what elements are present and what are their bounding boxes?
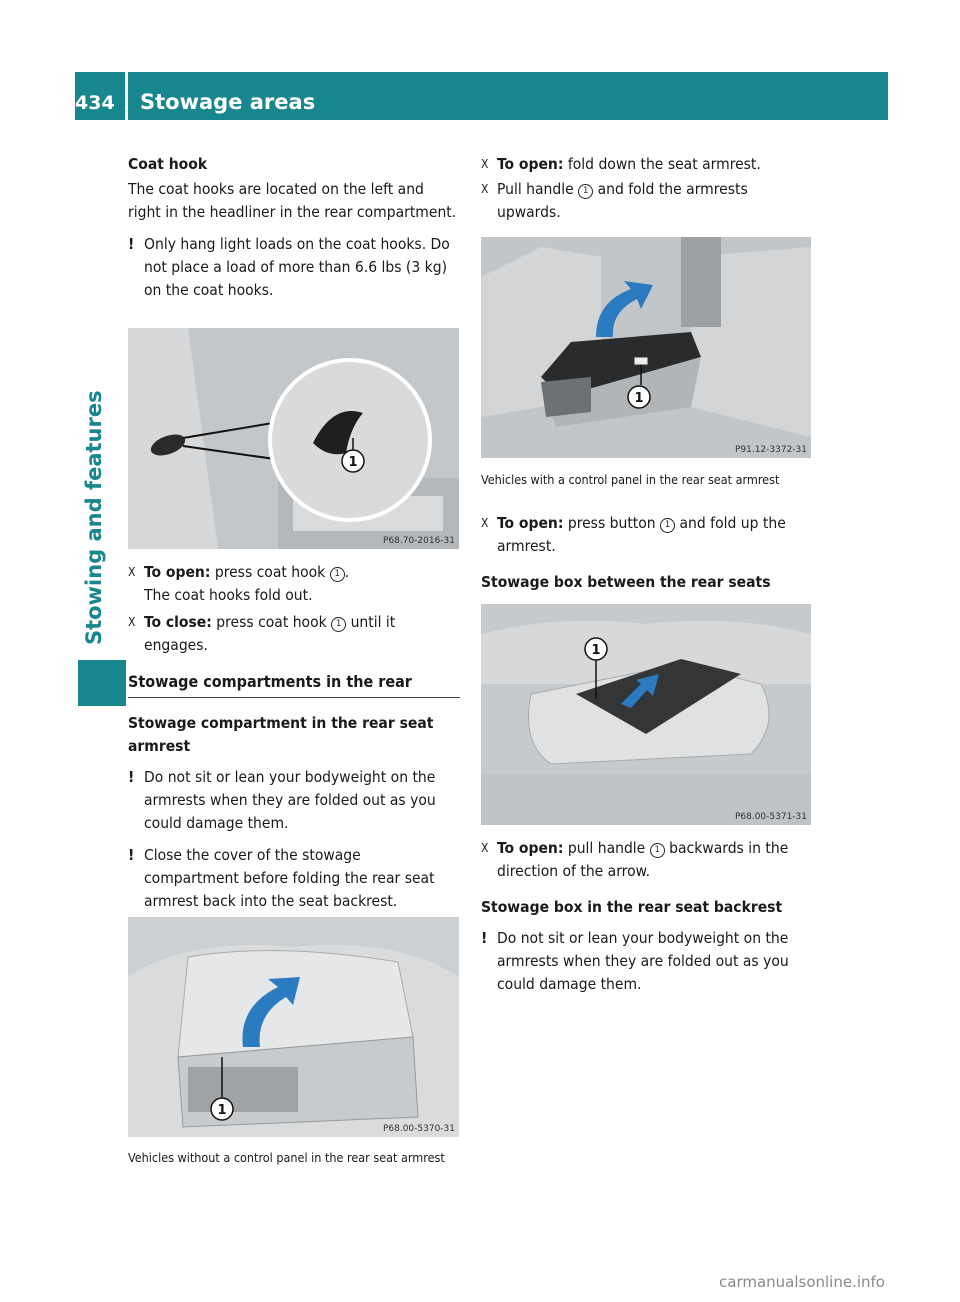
watermark: carmanualsonline.info xyxy=(719,1273,885,1291)
callout-number-icon: 1 xyxy=(660,518,676,533)
step-close-body: To close: press coat hook 1 until it eng… xyxy=(144,611,460,657)
coat-hook-text: The coat hooks are located on the left a… xyxy=(128,180,457,221)
page-number: 434 xyxy=(75,92,115,114)
side-tab-marker xyxy=(78,660,126,706)
figure4-callout: 1 xyxy=(591,643,600,658)
stowage-box-figure: 1 P68.00-5371-31 xyxy=(481,604,811,825)
step-press-button-body: To open: press button 1 and fold up the … xyxy=(497,512,813,558)
step-press-button: X To open: press button 1 and fold up th… xyxy=(481,512,813,558)
coat-hook-figure: 1 P68.70-2016-31 xyxy=(128,328,459,549)
warning-text: Close the cover of the stowage compartme… xyxy=(144,846,435,910)
step-pull-backwards: X To open: pull handle 1 backwards in th… xyxy=(481,837,813,883)
armrest-figure-no-panel: 1 P68.00-5370-31 xyxy=(128,917,459,1137)
side-tab-label: Stowing and features xyxy=(82,390,106,645)
figure2-callout: 1 xyxy=(217,1103,226,1118)
callout-number-icon: 1 xyxy=(329,567,345,582)
step-arrow-icon: X xyxy=(481,841,489,855)
section-title: Stowage areas xyxy=(140,90,316,114)
stowage-box-illustration: 1 xyxy=(481,604,811,825)
coat-hook-warning: ! Only hang light loads on the coat hook… xyxy=(128,233,460,302)
right-column-mid: X To open: press button 1 and fold up th… xyxy=(481,512,813,594)
armrest-figure-with-panel: 1 P91.12-3372-31 xyxy=(481,237,811,458)
step-arrow-icon: X xyxy=(481,516,489,530)
header-bar xyxy=(75,72,888,120)
step-open-label: To open: xyxy=(144,563,211,581)
step-open: X To open: press coat hook 1. The coat h… xyxy=(128,561,460,607)
figure4-code: P68.00-5371-31 xyxy=(734,812,807,822)
warning-text: Only hang light loads on the coat hooks.… xyxy=(144,235,450,299)
step4-text-after: backwards in the direction of the arrow. xyxy=(497,839,789,880)
step4-text-before: pull handle xyxy=(567,839,646,857)
compartments-heading: Stowage compartments in the rear xyxy=(128,672,412,691)
step-close: X To close: press coat hook 1 until it e… xyxy=(128,611,460,657)
figure1-callout: 1 xyxy=(348,455,357,470)
armrest-warning-1: ! Do not sit or lean your bodyweight on … xyxy=(128,766,460,835)
figure3-code: P91.12-3372-31 xyxy=(734,445,807,455)
callout-number-icon: 1 xyxy=(649,843,665,858)
step4-label: To open: xyxy=(497,839,564,857)
figure2-code: P68.00-5370-31 xyxy=(382,1124,455,1134)
figure3-callout: 1 xyxy=(634,391,643,406)
coat-hook-illustration: 1 xyxy=(128,328,459,549)
warning-icon: ! xyxy=(128,768,135,786)
step1-label: To open: xyxy=(497,155,564,173)
figure2-caption: Vehicles without a control panel in the … xyxy=(128,1150,445,1165)
step2-text-before: Pull handle xyxy=(497,180,574,198)
box-backrest-heading: Stowage box in the rear seat backrest xyxy=(481,898,783,916)
step-arrow-icon: X xyxy=(128,565,136,579)
step-close-text: press coat hook xyxy=(216,613,327,631)
step-pull-handle-body: Pull handle 1 and fold the armrests upwa… xyxy=(497,178,813,224)
step-arrow-icon: X xyxy=(481,157,489,171)
header-divider xyxy=(125,72,128,120)
step3-text-before: press button xyxy=(567,514,656,532)
warning-icon: ! xyxy=(128,846,135,864)
step-close-suffix: until it engages. xyxy=(144,613,396,654)
warning-text: Do not sit or lean your bodyweight on th… xyxy=(497,929,789,993)
step-open-text: press coat hook xyxy=(214,563,326,581)
coat-hook-heading: Coat hook xyxy=(128,155,208,173)
step1-text: fold down the seat armrest. xyxy=(567,155,761,173)
step-open-body: To open: press coat hook 1. The coat hoo… xyxy=(144,561,349,607)
right-column: X To open: fold down the seat armrest. X… xyxy=(481,153,813,224)
step-open-result: The coat hooks fold out. xyxy=(144,586,313,604)
step-pull-handle: X Pull handle 1 and fold the armrests up… xyxy=(481,178,813,224)
warning-text: Do not sit or lean your bodyweight on th… xyxy=(144,768,436,832)
step-close-label: To close: xyxy=(144,613,212,631)
warning-icon: ! xyxy=(481,929,488,947)
step-pull-backwards-body: To open: pull handle 1 backwards in the … xyxy=(497,837,813,883)
step3-label: To open: xyxy=(497,514,564,532)
step-fold-down: X To open: fold down the seat armrest. xyxy=(481,153,813,176)
armrest-illustration: 1 xyxy=(128,917,459,1137)
armrest-warning-2: ! Close the cover of the stowage compart… xyxy=(128,844,460,913)
callout-number-icon: 1 xyxy=(578,184,594,199)
left-column: Coat hook The coat hooks are located on … xyxy=(128,153,460,302)
figure1-code: P68.70-2016-31 xyxy=(382,536,455,546)
step2-text-after: and fold the armrests upwards. xyxy=(497,180,748,221)
step-fold-down-body: To open: fold down the seat armrest. xyxy=(497,153,761,176)
step3-text-after: and fold up the armrest. xyxy=(497,514,786,555)
armrest-panel-illustration: 1 xyxy=(481,237,811,458)
right-column-lower: X To open: pull handle 1 backwards in th… xyxy=(481,837,813,996)
step-open-suffix: . xyxy=(344,563,350,581)
warning-icon: ! xyxy=(128,235,135,253)
backrest-warning: ! Do not sit or lean your bodyweight on … xyxy=(481,927,813,996)
step-arrow-icon: X xyxy=(481,182,489,196)
left-column-lower: X To open: press coat hook 1. The coat h… xyxy=(128,561,460,913)
figure3-caption: Vehicles with a control panel in the rea… xyxy=(481,472,780,487)
armrest-heading: Stowage compartment in the rear seat arm… xyxy=(128,714,434,755)
callout-number-icon: 1 xyxy=(331,617,347,632)
heading-rule xyxy=(128,697,460,698)
box-rear-seats-heading: Stowage box between the rear seats xyxy=(481,573,771,591)
step-arrow-icon: X xyxy=(128,615,136,629)
